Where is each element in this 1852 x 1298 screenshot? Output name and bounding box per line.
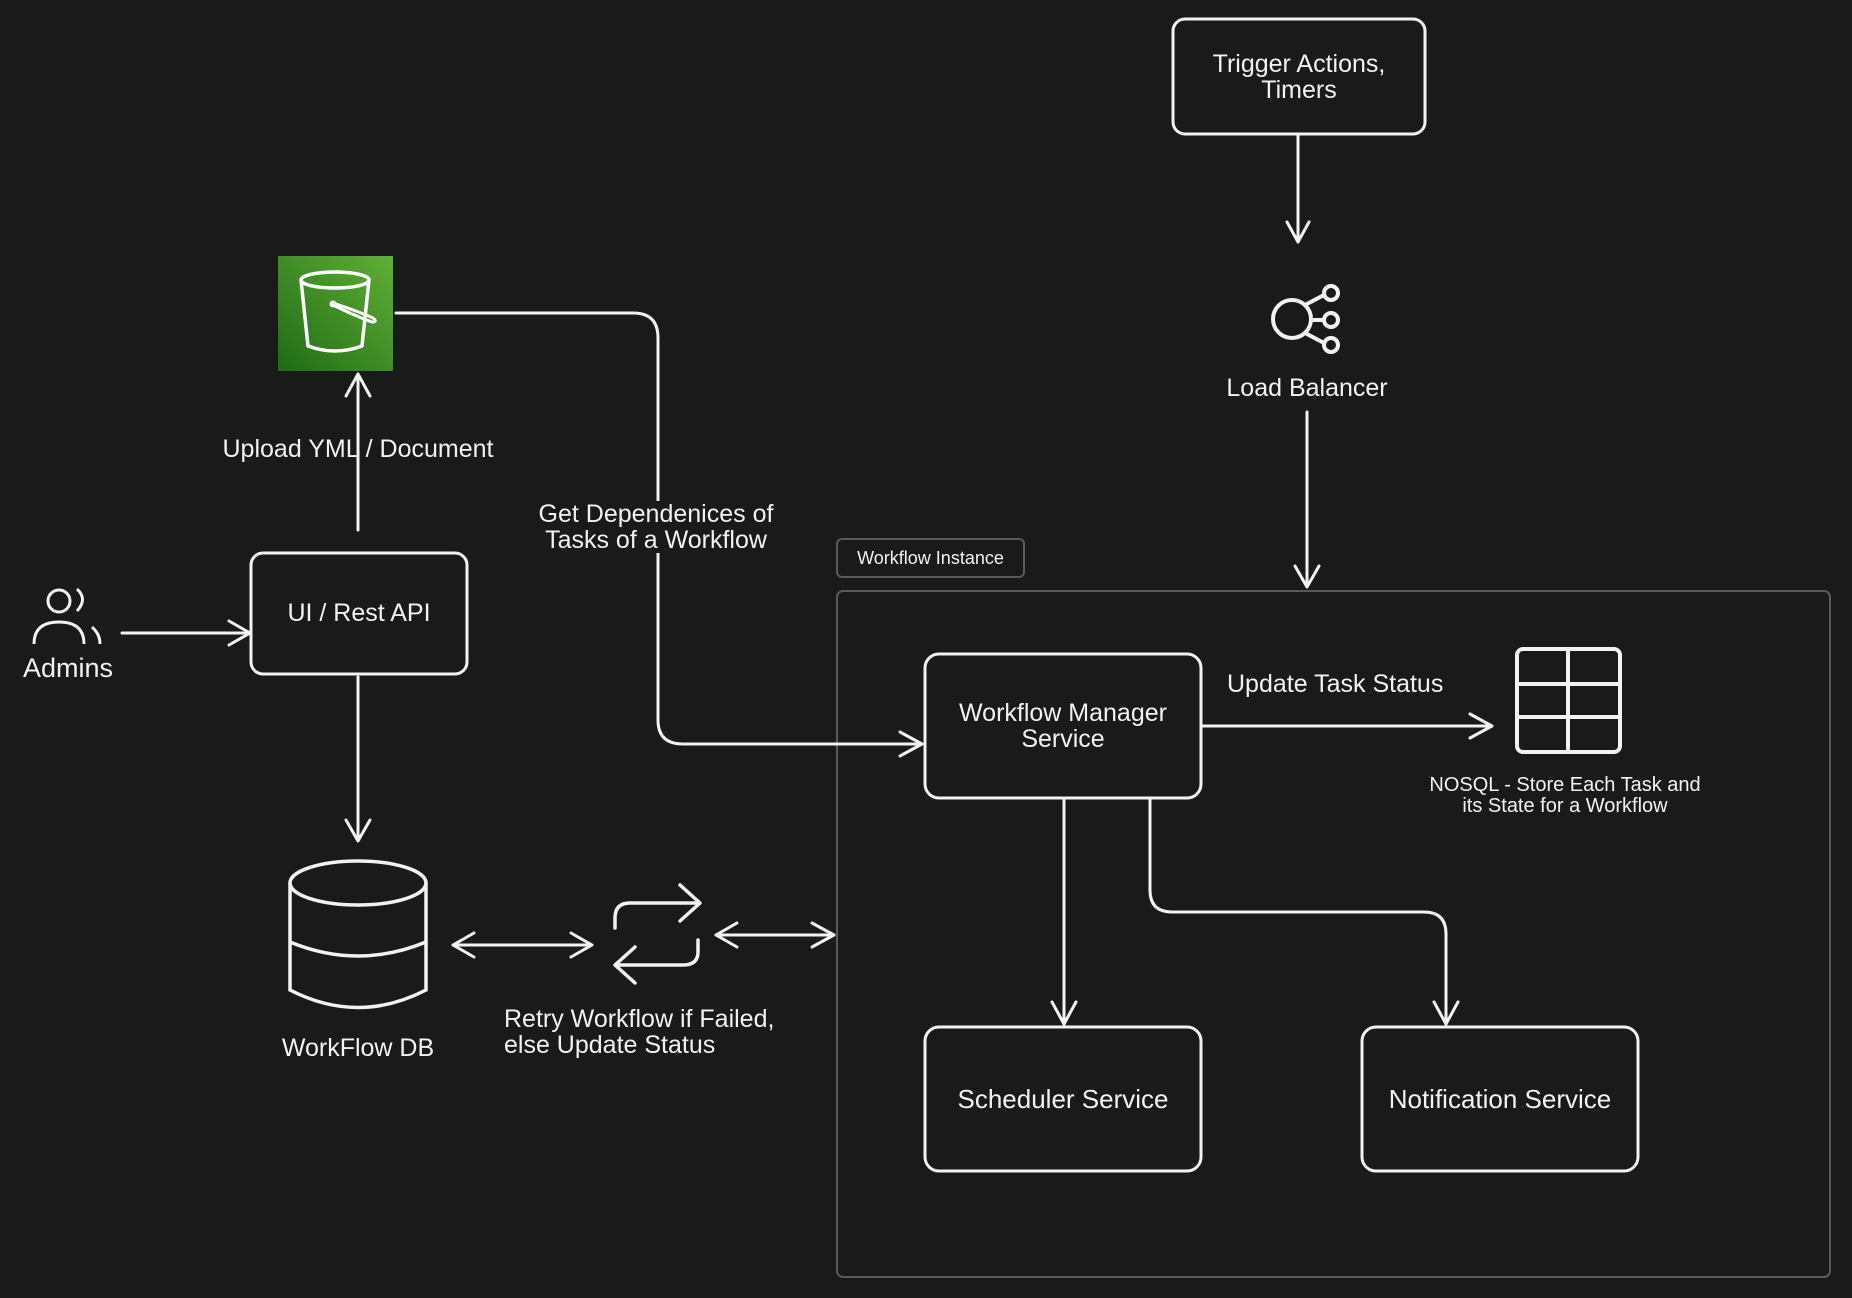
retry-icon [613,883,702,985]
retry-label: Retry Workflow if Failed, else Update St… [504,1006,774,1058]
arrowhead-manager-to-nosql [1468,712,1494,740]
scheduler-box[interactable] [923,1025,1203,1173]
manager-box[interactable] [923,652,1203,800]
arrowhead-retry-instance-right [810,921,836,949]
s3-bucket-icon [278,256,393,371]
workflow-instance-tag [836,538,1025,578]
workflow-db-label: WorkFlow DB [281,1034,435,1062]
arrowhead-trigger-to-lb [1285,220,1311,244]
nosql-label: NOSQL - Store Each Task and its State fo… [1429,775,1700,817]
arrowhead-bucket-to-manager [898,730,924,758]
arrowhead-manager-to-scheduler [1050,1000,1078,1026]
workflow-instance-label: Workflow Instance [857,547,1004,568]
manager-label-line1: Workflow Manager [959,699,1167,727]
dependencies-label-line2: Tasks of a Workflow [545,526,767,554]
dependencies-label: Get Dependenices of Tasks of a Workflow [534,500,778,554]
manager-label: Workflow Manager Service [925,654,1201,798]
notification-label: Notification Service [1388,1083,1612,1114]
manager-label-line2: Service [1021,725,1105,753]
arrowhead-db-retry-left [451,931,476,959]
arrowhead-admins-to-ui [227,619,252,647]
arrow-manager-to-notification [1148,798,1448,1026]
workflow-instance-group [836,590,1831,1278]
trigger-label-line2: Timers [1261,75,1337,104]
load-balancer-label: Load Balancer [1226,374,1388,402]
ui-api-box[interactable] [249,551,469,676]
dependencies-label-line1: Get Dependenices of [538,500,774,528]
notification-box[interactable] [1360,1025,1640,1173]
scheduler-label: Scheduler Service [957,1083,1169,1114]
nosql-label-line1: NOSQL - Store Each Task and [1429,774,1701,796]
retry-label-line2: else Update Status [504,1031,716,1059]
load-balancer-icon [1271,284,1340,354]
upload-label: Upload YML / Document [222,435,494,463]
table-icon [1515,647,1622,754]
nosql-label-line2: its State for a Workflow [1462,795,1668,817]
trigger-label: Trigger Actions, Timers [1173,19,1425,134]
arrowhead-manager-to-notification [1432,1000,1460,1026]
arrowhead-lb-to-instance [1293,564,1321,589]
arrowhead-retry-instance-left [714,921,739,949]
arrowhead-ui-to-bucket [344,372,372,398]
update-status-label: Update Task Status [1227,670,1444,698]
users-icon [32,587,102,645]
ui-api-label: UI / Rest API [287,599,431,627]
database-icon [288,859,428,1010]
trigger-label-line1: Trigger Actions, [1212,49,1386,78]
arrowhead-ui-to-db [344,818,372,843]
trigger-box[interactable] [1171,17,1427,136]
retry-label-line1: Retry Workflow if Failed, [504,1005,775,1033]
arrowhead-db-retry-right [569,931,594,959]
admins-label: Admins [22,653,114,683]
